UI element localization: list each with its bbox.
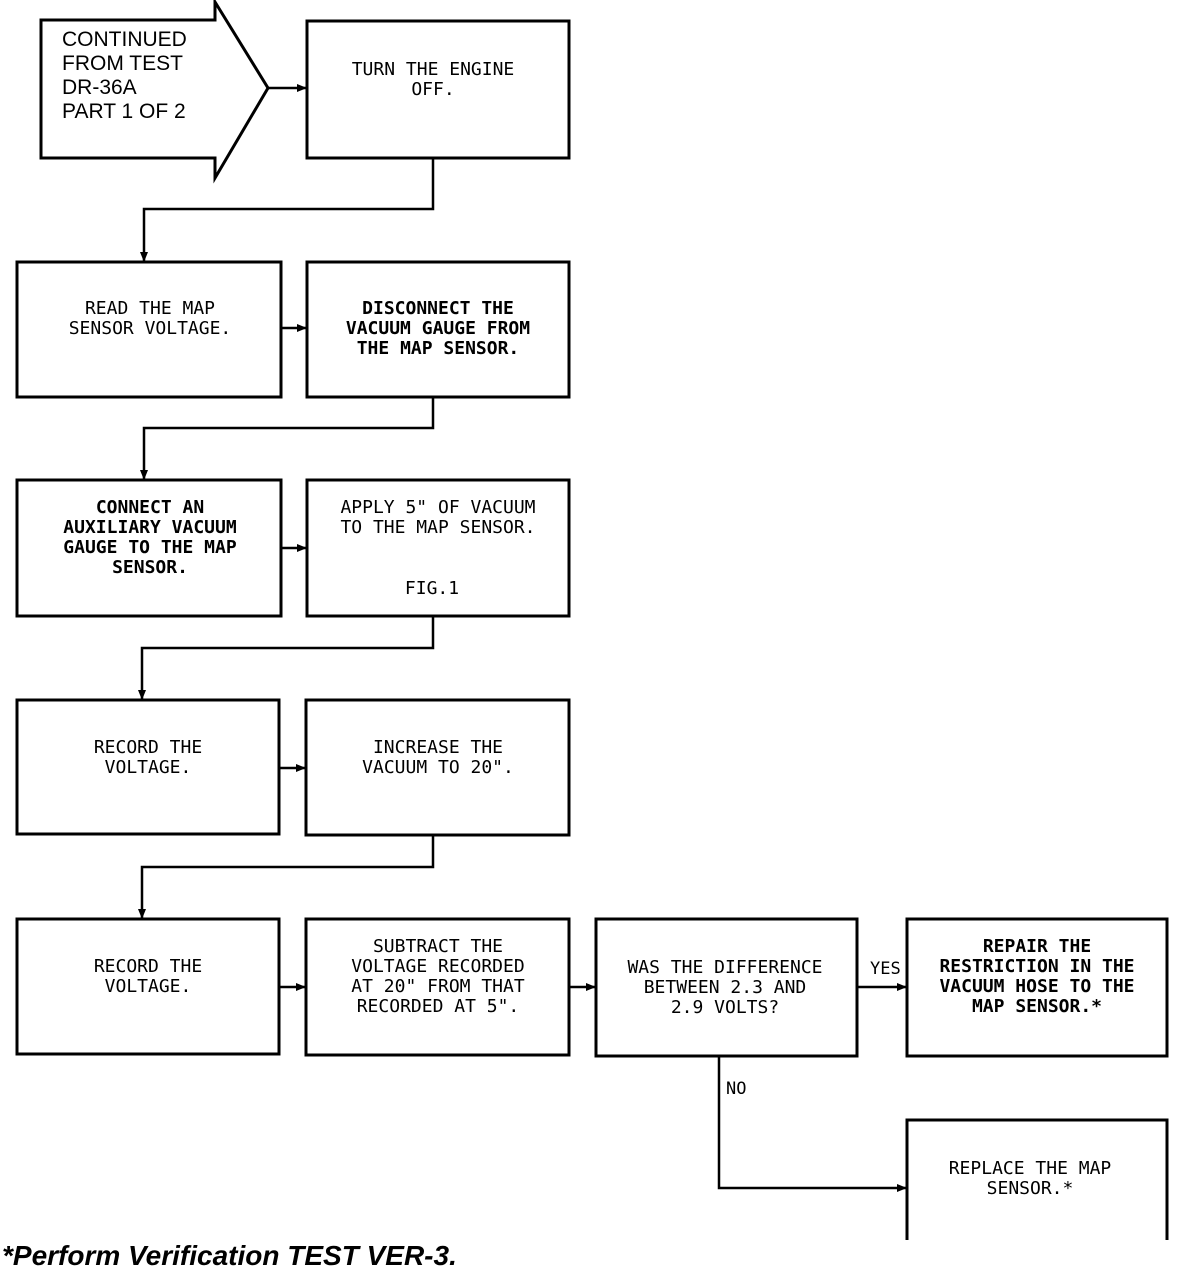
text-line: VACUUM TO 20".: [362, 757, 514, 778]
text-line: SENSOR.: [112, 557, 188, 578]
read-map-voltage-box: [15, 260, 283, 399]
text-line: AT 20" FROM THAT: [351, 976, 525, 997]
text-line: VOLTAGE.: [105, 757, 192, 778]
text-line: INCREASE THE: [373, 737, 503, 758]
text-line: VACUUM GAUGE FROM: [346, 318, 530, 339]
text-line: APPLY 5" OF VACUUM: [340, 497, 535, 518]
text-line: FROM TEST: [62, 52, 183, 75]
text-line: REPLACE THE MAP: [949, 1158, 1112, 1179]
arrow-disconnect-to-connect: [140, 397, 435, 480]
text-line: RECORD THE: [94, 956, 202, 977]
arrow-decision-no: [717, 1056, 907, 1192]
text-line: AUXILIARY VACUUM: [63, 517, 237, 538]
text-line: VACUUM HOSE TO THE: [939, 976, 1134, 997]
text-line: TURN THE ENGINE: [352, 59, 515, 80]
text-line: CONTINUED: [62, 28, 187, 51]
text-line: CONNECT AN: [96, 497, 204, 518]
subtract-voltage-box: [304, 917, 571, 1057]
text-line: READ THE MAP: [85, 298, 215, 319]
text-line: SENSOR VOLTAGE.: [69, 318, 232, 339]
text-line: PART 1 OF 2: [62, 100, 186, 123]
arrow-turn-off-to-read: [140, 158, 435, 262]
text-line: VOLTAGE RECORDED: [351, 956, 524, 977]
repair-restriction-box: [905, 917, 1169, 1058]
no-label: NO: [726, 1079, 746, 1099]
text-line: 2.9 VOLTS?: [671, 997, 779, 1018]
entry-arrow-shape: [39, 0, 270, 184]
decision-box: [594, 917, 859, 1058]
text-line: RESTRICTION IN THE: [939, 956, 1134, 977]
footnote: *Perform Verification TEST VER-3.: [2, 1240, 457, 1271]
record-voltage-1-box: [15, 698, 281, 836]
text-line: GAUGE TO THE MAP: [63, 537, 237, 558]
yes-label: YES: [870, 959, 901, 979]
text-line: REPAIR THE: [983, 936, 1091, 957]
turn-engine-off-box: [305, 19, 571, 160]
text-line: MAP SENSOR.*: [972, 996, 1102, 1017]
record-voltage-2-box: [15, 917, 281, 1056]
connect-aux-gauge-box: [15, 478, 283, 618]
apply-vacuum-box: [305, 478, 571, 618]
text-line: RECORD THE: [94, 737, 202, 758]
arrow-apply-to-record-1: [138, 616, 435, 700]
text-line: DR-36A: [62, 76, 137, 99]
text-line: DISCONNECT THE: [362, 298, 514, 319]
text-line: RECORDED AT 5".: [357, 996, 520, 1017]
text-line: WAS THE DIFFERENCE: [627, 957, 822, 978]
increase-vacuum-box: [304, 698, 571, 837]
text-line: SUBTRACT THE: [373, 936, 503, 957]
replace-map-sensor-box: [905, 1118, 1169, 1240]
text-line: SENSOR.*: [987, 1178, 1074, 1199]
text-line: OFF.: [411, 79, 454, 100]
fig-reference: FIG.1: [405, 578, 459, 599]
text-line: THE MAP SENSOR.: [357, 338, 520, 359]
disconnect-gauge-box: [305, 260, 571, 399]
text-line: TO THE MAP SENSOR.: [340, 517, 535, 538]
arrow-increase-to-record-2: [138, 835, 435, 919]
text-line: VOLTAGE.: [105, 976, 192, 997]
text-line: BETWEEN 2.3 AND: [644, 977, 807, 998]
